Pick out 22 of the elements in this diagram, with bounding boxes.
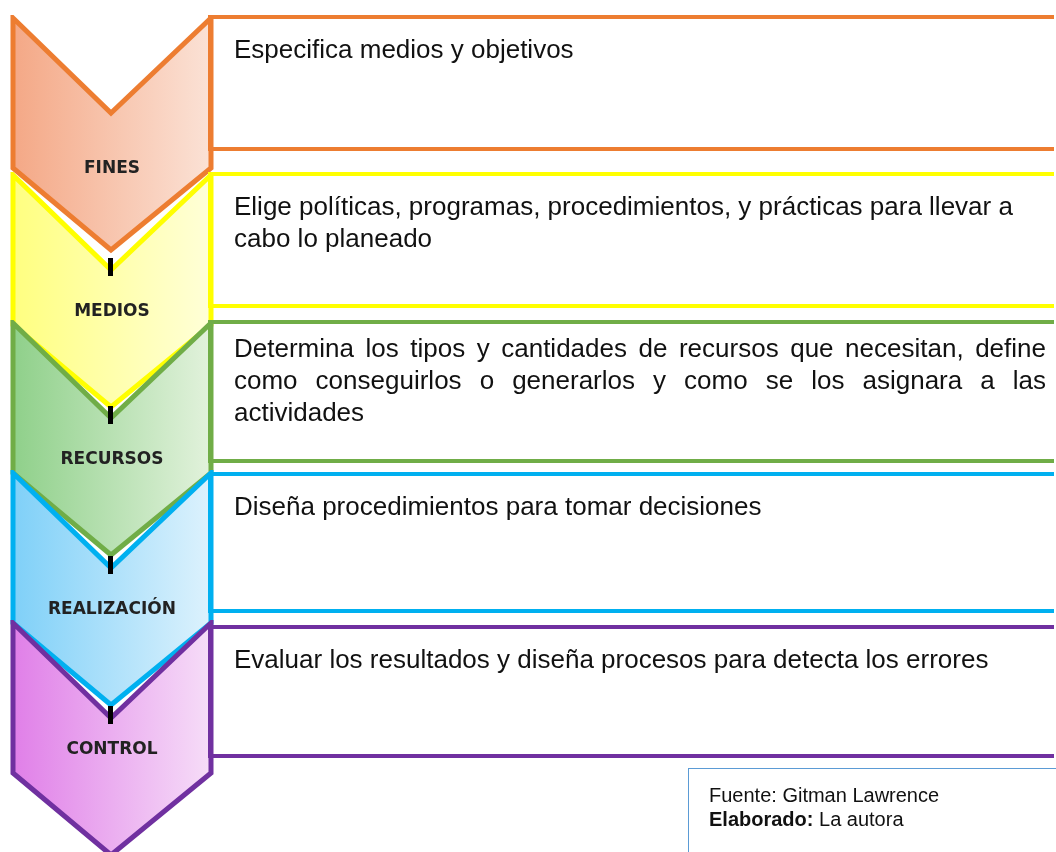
step-label: FINES bbox=[83, 157, 141, 177]
step-label: CONTROL bbox=[65, 738, 159, 758]
step-label: REALIZACIÓN bbox=[47, 598, 177, 618]
description-text: Elige políticas, programas, procedimientos, y prácticas para llevar a cabo lo planeado bbox=[234, 190, 1014, 254]
description-text: Especifica medios y objetivos bbox=[234, 33, 575, 65]
source-note-text: Fuente: Gitman Lawrence bbox=[709, 783, 941, 807]
description-text: Evaluar los resultados y diseña procesos para detecta los errores bbox=[234, 643, 990, 675]
description-box bbox=[208, 625, 1054, 758]
description-box bbox=[208, 472, 1054, 613]
description-box bbox=[208, 172, 1054, 308]
description-text: Determina los tipos y cantidades de recursos que necesitan, define como conseguirlos o generarlos y como se los asignara a las actividades bbox=[234, 332, 1046, 428]
source-note-text: Elaborado: La autora bbox=[709, 807, 905, 831]
description-text: Diseña procedimientos para tomar decisiones bbox=[234, 490, 763, 522]
step-label: MEDIOS bbox=[73, 300, 151, 320]
step-label: RECURSOS bbox=[59, 448, 165, 468]
description-box bbox=[208, 15, 1054, 151]
connector-line bbox=[108, 706, 113, 724]
description-box bbox=[208, 320, 1054, 463]
connector-line bbox=[108, 556, 113, 574]
source-note-box bbox=[688, 768, 1056, 852]
connector-line bbox=[108, 258, 113, 276]
connector-line bbox=[108, 406, 113, 424]
